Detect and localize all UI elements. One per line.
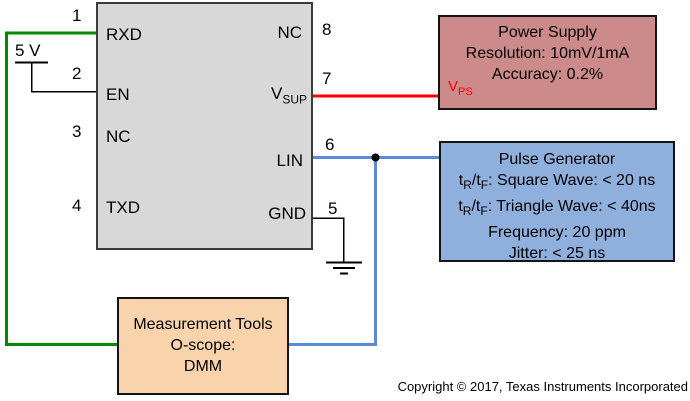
pin-number-2: 2	[72, 64, 82, 83]
pin-label-gnd: GND	[268, 204, 306, 223]
blue-wire-junction-to-measurement	[289, 157, 377, 346]
square-wave-spec: : Square Wave: < 20 ns	[488, 172, 656, 189]
pulse-generator-triangle-line: tR/tF: Triangle Wave: < 40ns	[441, 196, 673, 222]
trf-sub-f: F	[480, 178, 489, 193]
trf-t1: t	[458, 198, 463, 216]
trf-sub-f: F	[480, 204, 488, 219]
pin-label-nc3: NC	[106, 127, 131, 146]
pin-label-vsup: VSUP	[271, 85, 307, 108]
pin-label-rxd: RXD	[106, 25, 142, 44]
pulse-generator-jitter: Jitter: < 25 ns	[508, 245, 606, 263]
rail-5v-label: 5 V	[15, 41, 41, 60]
green-wire-rxd-to-measurement	[5, 31, 117, 346]
measurement-tools-title: Measurement Tools	[133, 316, 273, 333]
wire-5v-to-en	[30, 62, 96, 93]
vps-net-label: VPS	[448, 79, 473, 100]
trf-t1: t	[458, 172, 464, 189]
power-supply-title: Power Supply	[498, 24, 597, 41]
measurement-tools-dmm: DMM	[183, 358, 223, 375]
pin-number-8: 8	[322, 20, 332, 39]
vps-main: V	[448, 78, 459, 95]
vps-subscript: PS	[458, 86, 473, 98]
pin-number-7: 7	[322, 69, 332, 88]
trf-sub-r: R	[463, 178, 472, 193]
pulse-generator-square-line: tR/tF: Square Wave: < 20 ns	[441, 170, 673, 196]
vsup-main: V	[270, 84, 283, 103]
pin-number-1: 1	[72, 6, 82, 25]
trf-sub-r: R	[462, 204, 472, 219]
power-supply-accuracy: Accuracy: 0.2%	[491, 66, 604, 83]
pin-label-nc8: NC	[277, 23, 302, 42]
pin-number-3: 3	[72, 122, 82, 141]
triangle-wave-spec: : Triangle Wave: < 40ns	[487, 198, 656, 216]
pulse-generator-frequency: Frequency: 20 ppm	[488, 224, 626, 242]
pin-number-6: 6	[325, 135, 335, 154]
pulse-generator-title: Pulse Generator	[498, 151, 616, 168]
wire-gnd-pin	[313, 217, 345, 262]
trf-t2: /t	[471, 172, 481, 189]
measurement-tools-oscope: O-scope:	[170, 337, 236, 354]
ic-block: RXD EN NC TXD NC VSUP LIN GND	[96, 2, 313, 250]
trf-t2: /t	[471, 198, 481, 216]
copyright-notice: Copyright © 2017, Texas Instruments Inco…	[397, 379, 688, 394]
pin-label-en: EN	[106, 85, 130, 104]
vsup-subscript: SUP	[282, 92, 307, 107]
measurement-tools-box: Measurement Tools O-scope: DMM	[117, 297, 289, 395]
power-supply-resolution: Resolution: 10mV/1mA	[465, 45, 630, 62]
pin-label-lin: LIN	[276, 151, 303, 170]
pin-label-txd: TXD	[106, 198, 140, 217]
ground-symbol-icon	[326, 261, 362, 275]
power-supply-box: Power Supply Resolution: 10mV/1mA Accura…	[438, 15, 657, 110]
pin-number-5: 5	[328, 199, 338, 218]
junction-dot	[371, 153, 380, 162]
pulse-generator-box: Pulse Generator tR/tF: Square Wave: < 20…	[439, 141, 675, 262]
pin-number-4: 4	[72, 196, 82, 215]
